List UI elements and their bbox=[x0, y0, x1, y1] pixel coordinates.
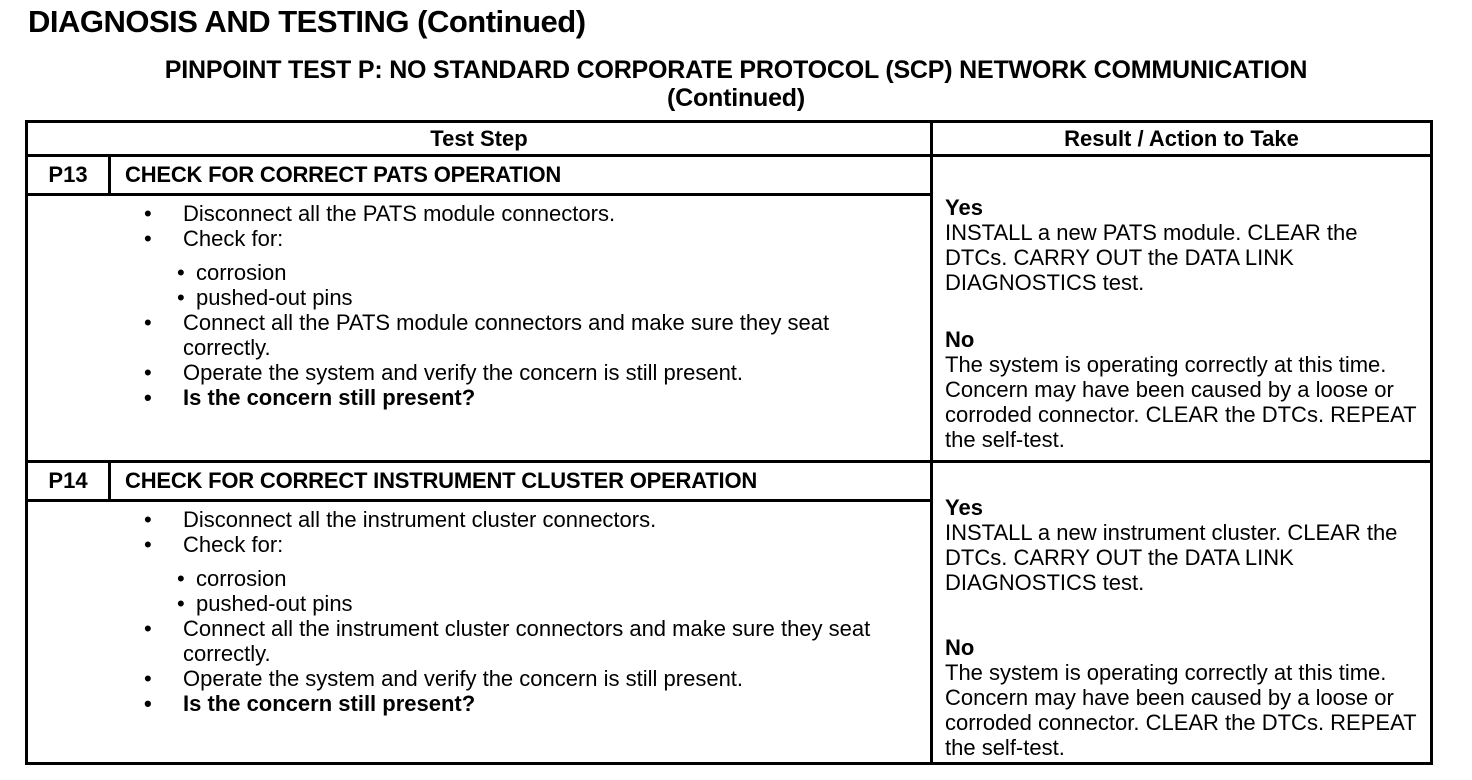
step-title-p14: CHECK FOR CORRECT INSTRUMENT CLUSTER OPE… bbox=[125, 468, 758, 493]
step-id-p14: P14 bbox=[28, 463, 111, 499]
step-sub-item: pushed-out pins bbox=[28, 591, 886, 616]
result-no-action: The system is operating correctly at thi… bbox=[945, 352, 1417, 452]
result-yes-action: INSTALL a new PATS module. CLEAR the DTC… bbox=[945, 220, 1358, 295]
step-sub-item: corrosion bbox=[28, 566, 886, 591]
test-step-cell-p14: P14 CHECK FOR CORRECT INSTRUMENT CLUSTER… bbox=[28, 463, 930, 762]
step-item-question: Is the concern still present? bbox=[28, 691, 873, 716]
step-title-row-p13: P13 CHECK FOR CORRECT PATS OPERATION bbox=[28, 157, 930, 196]
step-id-p13: P13 bbox=[28, 157, 111, 193]
step-sub-item: corrosion bbox=[28, 260, 886, 285]
result-cell-p14: Yes INSTALL a new instrument cluster. CL… bbox=[930, 463, 1430, 762]
step-item: Operate the system and verify the concer… bbox=[28, 666, 873, 691]
step-item-question: Is the concern still present? bbox=[28, 385, 873, 410]
result-yes-action: INSTALL a new instrument cluster. CLEAR … bbox=[945, 520, 1398, 595]
step-item: Connect all the instrument cluster conne… bbox=[28, 616, 873, 666]
step-list-p13: Disconnect all the PATS module connector… bbox=[28, 196, 930, 410]
pinpoint-test-heading-line1: PINPOINT TEST P: NO STANDARD CORPORATE P… bbox=[164, 56, 1308, 84]
column-header-result: Result / Action to Take bbox=[930, 123, 1430, 157]
step-item: Disconnect all the instrument cluster co… bbox=[28, 507, 873, 532]
result-cell-p13: Yes INSTALL a new PATS module. CLEAR the… bbox=[930, 157, 1430, 463]
pinpoint-test-heading-line2: (Continued) bbox=[666, 84, 806, 112]
step-title-p13: CHECK FOR CORRECT PATS OPERATION bbox=[125, 162, 562, 187]
step-item: Check for: bbox=[28, 532, 873, 557]
result-yes-label: Yes bbox=[945, 195, 983, 220]
step-sub-item: pushed-out pins bbox=[28, 285, 886, 310]
step-item: Check for: bbox=[28, 226, 873, 251]
result-no-label: No bbox=[945, 635, 975, 660]
result-no-label: No bbox=[945, 327, 975, 352]
step-item: Disconnect all the PATS module connector… bbox=[28, 201, 873, 226]
pinpoint-test-table: Test Step Result / Action to Take P13 CH… bbox=[25, 120, 1433, 765]
step-item: Operate the system and verify the concer… bbox=[28, 360, 873, 385]
result-no-action: The system is operating correctly at thi… bbox=[945, 660, 1417, 760]
step-title-row-p14: P14 CHECK FOR CORRECT INSTRUMENT CLUSTER… bbox=[28, 463, 930, 502]
pinpoint-test-heading: PINPOINT TEST P: NO STANDARD CORPORATE P… bbox=[0, 56, 1472, 112]
page-title: DIAGNOSIS AND TESTING (Continued) bbox=[28, 4, 586, 39]
column-header-test-step: Test Step bbox=[28, 123, 930, 157]
step-item: Connect all the PATS module connectors a… bbox=[28, 310, 873, 360]
step-list-p14: Disconnect all the instrument cluster co… bbox=[28, 502, 930, 716]
result-yes-label: Yes bbox=[945, 495, 983, 520]
test-step-cell-p13: P13 CHECK FOR CORRECT PATS OPERATION Dis… bbox=[28, 157, 930, 463]
